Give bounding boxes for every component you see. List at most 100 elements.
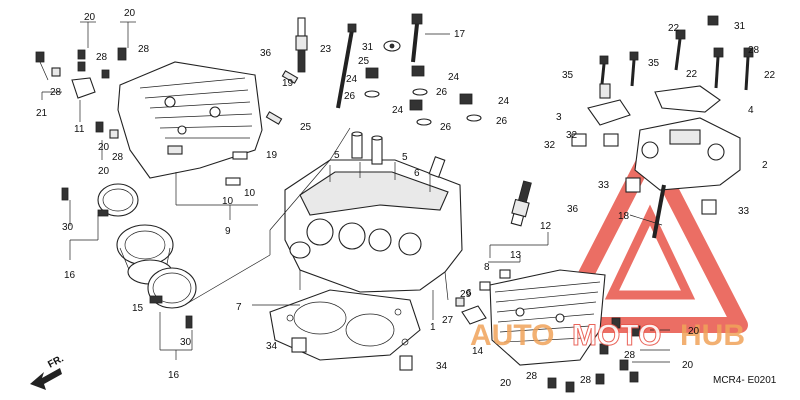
- watermark-word-auto: AUTO: [470, 319, 554, 352]
- callouts: 20 20 28 28 28 21 11 20 28 20 30 16 15 3…: [36, 8, 776, 389]
- callout-11: 11: [74, 124, 85, 135]
- callout-22: 22: [686, 69, 698, 80]
- collars: [571, 133, 717, 215]
- watermark-word-moto: MOTO: [572, 319, 661, 352]
- dowel-34-right: [399, 355, 413, 371]
- callout-9: 9: [225, 226, 231, 237]
- callout-36: 36: [260, 48, 272, 59]
- watermark-word-hub: HUB: [680, 319, 745, 352]
- callout-26: 26: [440, 122, 452, 133]
- callout-31: 31: [362, 42, 374, 53]
- dowel-34-left: [291, 337, 307, 353]
- callout-20: 20: [84, 12, 96, 23]
- callout-22: 22: [764, 70, 776, 81]
- callout-3: 3: [556, 112, 562, 123]
- callout-10: 10: [222, 196, 234, 207]
- callout-12: 12: [540, 221, 552, 232]
- callout-28: 28: [138, 44, 150, 55]
- callout-20: 20: [682, 360, 694, 371]
- callout-6: 6: [414, 168, 420, 179]
- hose-clamp-upper: [61, 183, 139, 217]
- callout-35: 35: [562, 70, 574, 81]
- bolts-top-right: [599, 15, 754, 91]
- callout-21: 21: [36, 108, 48, 119]
- callout-20: 20: [98, 166, 110, 177]
- head-gasket: [269, 289, 421, 361]
- callout-33: 33: [738, 206, 750, 217]
- callout-35: 35: [648, 58, 660, 69]
- callout-22: 22: [668, 23, 680, 34]
- callout-20: 20: [688, 326, 700, 337]
- callout-28: 28: [748, 45, 760, 56]
- callout-25: 25: [358, 56, 370, 67]
- spark-plug-upper: [295, 17, 308, 73]
- spark-plug-right: [510, 180, 532, 227]
- callout-28: 28: [112, 152, 124, 163]
- callout-26: 26: [496, 116, 508, 127]
- callout-20: 20: [124, 8, 136, 19]
- bolts-top-left: [35, 47, 127, 139]
- front-direction-arrow: FR.: [30, 353, 66, 390]
- callout-5: 5: [334, 150, 340, 161]
- callout-1: 1: [430, 322, 436, 333]
- callout-28: 28: [50, 87, 62, 98]
- callout-34: 34: [436, 361, 448, 372]
- callout-26: 26: [344, 91, 356, 102]
- callout-8: 8: [484, 262, 490, 273]
- callout-23: 23: [320, 44, 332, 55]
- valve-cover-left: [117, 61, 263, 179]
- callout-20: 20: [500, 378, 512, 389]
- valve-cover-right: [489, 269, 606, 366]
- callout-10: 10: [244, 188, 256, 199]
- intake-insulator: [116, 224, 174, 285]
- diagram-code: MCR4- E0201: [713, 375, 777, 386]
- callout-28: 28: [526, 371, 538, 382]
- callout-32: 32: [544, 140, 556, 151]
- callout-36: 36: [567, 204, 579, 215]
- stud-bolt: [336, 23, 357, 109]
- rocker-arm-4: [654, 85, 721, 113]
- callout-29: 29: [460, 289, 472, 300]
- callout-18: 18: [618, 211, 630, 222]
- bolts-lower-right: [547, 317, 641, 393]
- callout-32: 32: [566, 130, 578, 141]
- watermark-triangle: [552, 142, 748, 333]
- callout-26: 26: [436, 87, 448, 98]
- callout-14: 14: [472, 346, 484, 357]
- rocker-arm-3: [587, 83, 631, 126]
- callout-28: 28: [580, 375, 592, 386]
- dowel-pins: [225, 70, 299, 186]
- leader-lines: [41, 21, 670, 363]
- callout-28: 28: [96, 52, 108, 63]
- callout-20: 20: [98, 142, 110, 153]
- callout-27: 27: [442, 315, 454, 326]
- callout-4: 4: [748, 105, 754, 116]
- camshaft-holder: [634, 117, 741, 191]
- fr-label: FR.: [46, 353, 66, 370]
- callout-31: 31: [734, 21, 746, 32]
- callout-16: 16: [168, 370, 180, 381]
- callout-13: 13: [510, 250, 522, 261]
- small-parts-lower: [455, 269, 511, 325]
- callout-30: 30: [180, 337, 192, 348]
- callout-19: 19: [266, 150, 278, 161]
- valve-guides: [351, 131, 446, 178]
- callout-5: 5: [402, 152, 408, 163]
- callout-2: 2: [762, 160, 768, 171]
- callout-30: 30: [62, 222, 74, 233]
- callout-24: 24: [346, 74, 358, 85]
- bolts-top-center: [364, 13, 482, 126]
- callout-19: 19: [282, 78, 294, 89]
- callout-17: 17: [454, 29, 466, 40]
- stud-18: [652, 184, 666, 239]
- callout-24: 24: [448, 72, 460, 83]
- hose-clamp-lower: [147, 267, 197, 329]
- callout-28: 28: [624, 350, 636, 361]
- callout-7: 7: [236, 302, 242, 313]
- callout-33: 33: [598, 180, 610, 191]
- callout-25: 25: [300, 122, 312, 133]
- callout-6: 6: [466, 288, 472, 299]
- watermark-text: AUTO MOTO HUB: [470, 319, 745, 353]
